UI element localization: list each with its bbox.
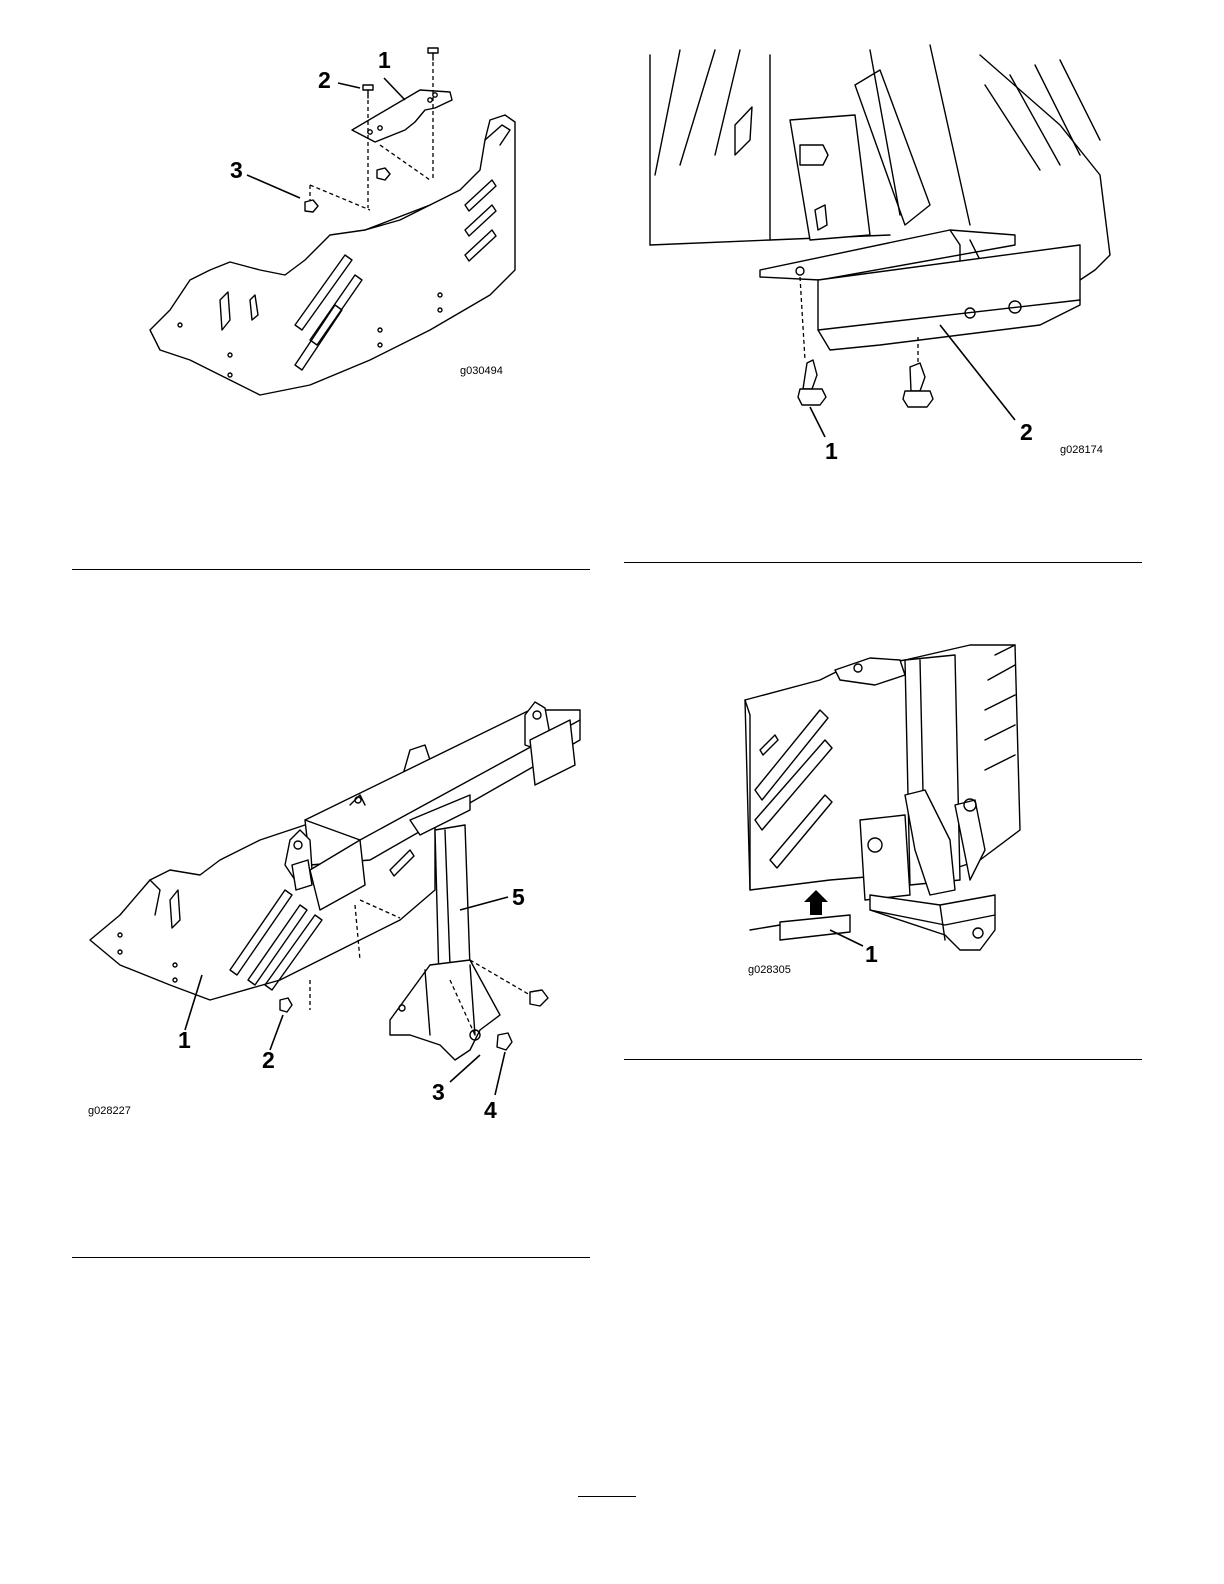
- section-rule: [72, 1257, 590, 1258]
- figure-g028174-drawing: 1 2 g028174: [640, 45, 1120, 465]
- figure-g028174: 1 2 g028174: [640, 45, 1120, 465]
- section-rule: [72, 569, 590, 570]
- page-number-rule: [578, 1496, 636, 1497]
- figure-g028227-callout-2: 2: [262, 1047, 275, 1073]
- figure-g030494-drawing: 1 2 3 g030494: [130, 30, 570, 410]
- figure-g028305-drawing: 1 g028305: [740, 640, 1040, 985]
- figure-g028305-id: g028305: [748, 964, 791, 976]
- figure-g028227-callout-5: 5: [512, 884, 525, 910]
- figure-g028174-callout-2: 2: [1020, 419, 1033, 445]
- figure-g028227-id: g028227: [88, 1105, 131, 1117]
- figure-g028227: 1 2 3 4 5 g028227: [80, 690, 580, 1130]
- figure-g030494-callout-1: 1: [378, 47, 391, 73]
- figure-g030494-callout-2: 2: [318, 67, 331, 93]
- section-rule: [624, 562, 1142, 563]
- section-rule: [624, 1059, 1142, 1060]
- figure-g028227-drawing: 1 2 3 4 5 g028227: [80, 690, 580, 1130]
- figure-g028227-callout-4: 4: [484, 1097, 497, 1123]
- figure-g028227-callout-1: 1: [178, 1027, 191, 1053]
- figure-g028174-callout-1: 1: [825, 438, 838, 464]
- figure-g030494-id: g030494: [460, 365, 503, 377]
- figure-g030494-callout-3: 3: [230, 157, 243, 183]
- figure-g030494: 1 2 3 g030494: [130, 30, 570, 410]
- figure-g028305: 1 g028305: [740, 640, 1040, 985]
- figure-g028305-callout-1: 1: [865, 941, 878, 967]
- figure-g028174-id: g028174: [1060, 444, 1103, 456]
- figure-g028227-callout-3: 3: [432, 1079, 445, 1105]
